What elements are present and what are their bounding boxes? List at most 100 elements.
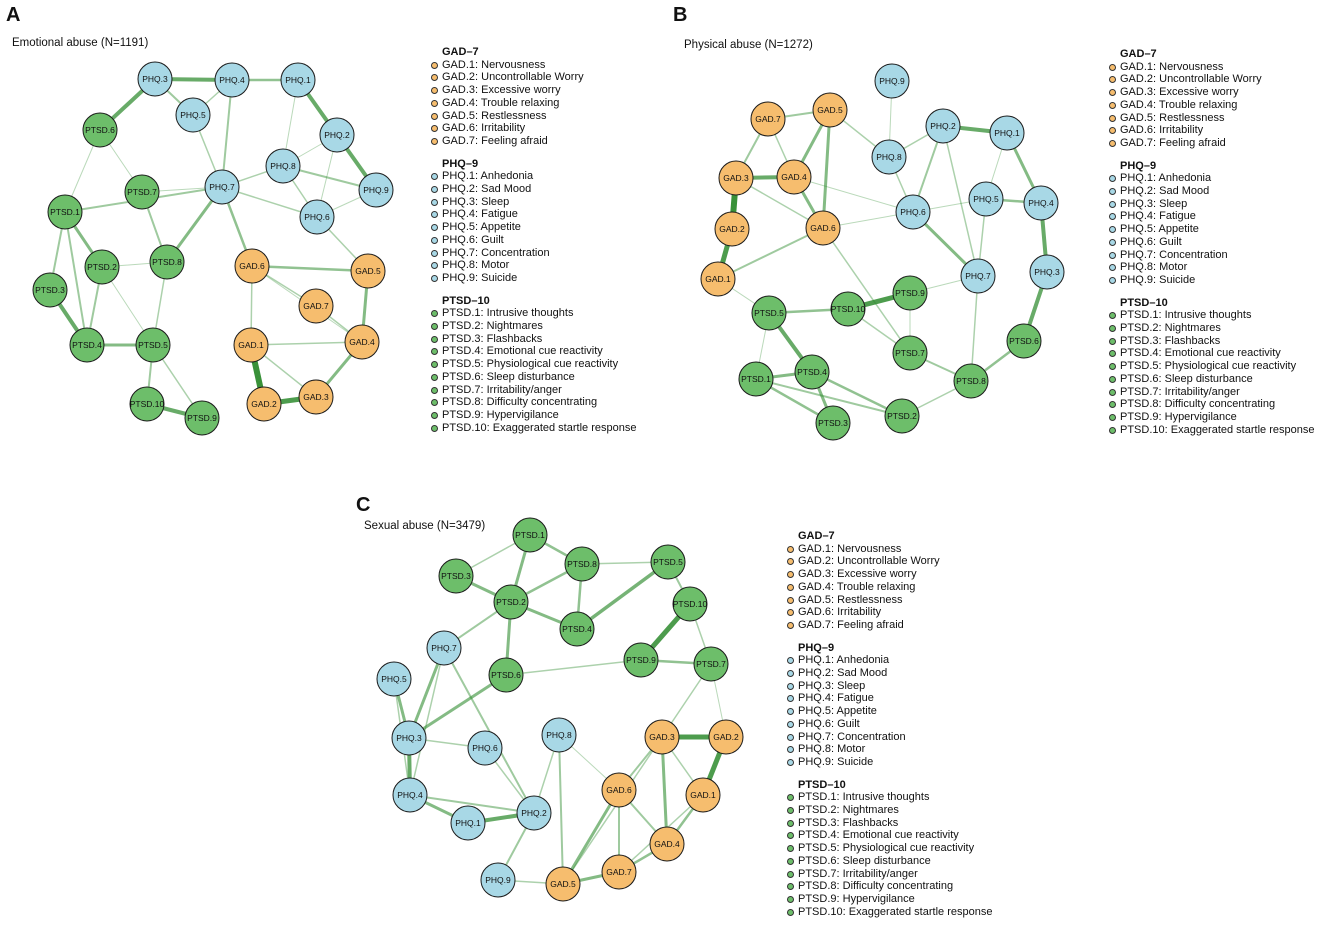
legend-item: PHQ.7: Concentration xyxy=(430,247,636,260)
legend-item-label: PHQ.4: Fatigue xyxy=(442,208,518,221)
node-PHQ.7: PHQ.7 xyxy=(426,630,462,666)
node-label: PTSD.8 xyxy=(956,376,986,386)
legend-item: PTSD.4: Emotional cue reactivity xyxy=(1108,347,1314,360)
node-label: PTSD.4 xyxy=(72,340,102,350)
legend-item-label: GAD.3: Excessive worry xyxy=(1120,86,1239,99)
node-circle xyxy=(685,777,721,813)
node-label: PHQ.5 xyxy=(381,674,407,684)
node-GAD.4: GAD.4 xyxy=(344,324,380,360)
legend-item-label: PTSD.2: Nightmares xyxy=(798,804,899,817)
legend-item: PTSD.8: Difficulty concentrating xyxy=(786,880,992,893)
node-label: GAD.5 xyxy=(817,105,843,115)
node-circle xyxy=(884,398,920,434)
node-PHQ.5: PHQ.5 xyxy=(376,661,412,697)
legend-item-label: PHQ.6: Guilt xyxy=(442,233,504,246)
node-label: PHQ.4 xyxy=(1028,198,1054,208)
legend-dot-icon xyxy=(1109,363,1116,371)
node-PHQ.1: PHQ.1 xyxy=(450,805,486,841)
legend-item: PTSD.9: Hypervigilance xyxy=(1108,411,1314,424)
legend-item: PHQ.3: Sleep xyxy=(786,680,992,693)
legend-item-label: PTSD.1: Intrusive thoughts xyxy=(442,307,574,320)
edge-GAD.3-GAD.4 xyxy=(660,735,669,846)
node-circle xyxy=(1006,323,1042,359)
legend-item: PTSD.3: Flashbacks xyxy=(430,333,636,346)
edge-GAD.5-GAD.6 xyxy=(821,108,832,230)
node-circle xyxy=(298,288,334,324)
legend-item-label: GAD.5: Restlessness xyxy=(1120,111,1225,124)
legend-item: GAD.5: Restlessness xyxy=(1108,112,1314,125)
node-circle xyxy=(714,211,750,247)
legend-dot-icon xyxy=(787,857,794,865)
legend-dot-icon xyxy=(1109,139,1116,147)
legend-item-label: PTSD.8: Difficulty concentrating xyxy=(1120,398,1276,411)
legend-item: PHQ.8: Motor xyxy=(430,259,636,272)
node-label: GAD.4 xyxy=(654,839,680,849)
node-PTSD.9: PTSD.9 xyxy=(184,400,220,436)
node-circle xyxy=(392,777,428,813)
node-PHQ.5: PHQ.5 xyxy=(175,97,211,133)
node-circle xyxy=(82,112,118,148)
node-label: PHQ.3 xyxy=(396,733,422,743)
legend-item-label: GAD.4: Trouble relaxing xyxy=(1120,98,1238,111)
legend-dot-icon xyxy=(431,335,438,343)
legend-header: PHQ–9 xyxy=(1120,159,1157,172)
legend-dot-icon xyxy=(787,794,794,802)
node-label: PHQ.9 xyxy=(485,875,511,885)
node-PHQ.4: PHQ.4 xyxy=(214,62,250,98)
node-label: PTSD.4 xyxy=(562,624,592,634)
node-circle xyxy=(298,379,334,415)
node-label: GAD.1 xyxy=(705,274,731,284)
node-circle xyxy=(718,160,754,196)
legend-item-label: PTSD.8: Difficulty concentrating xyxy=(442,396,598,409)
legend-dot-icon xyxy=(787,895,794,903)
node-circle xyxy=(234,248,270,284)
legend-dot-icon xyxy=(1109,251,1116,259)
edge-GAD.4-PHQ.6 xyxy=(793,176,914,213)
node-circle xyxy=(350,253,386,289)
node-circle xyxy=(204,169,240,205)
edge-PHQ.8-GAD.5 xyxy=(558,734,564,885)
node-PTSD.9: PTSD.9 xyxy=(623,642,659,678)
legend-item-label: PTSD.9: Hypervigilance xyxy=(1120,410,1237,423)
node-circle xyxy=(874,63,910,99)
node-circle xyxy=(750,101,786,137)
legend-item-label: PHQ.6: Guilt xyxy=(1120,235,1182,248)
legend-item-label: PTSD.3: Flashbacks xyxy=(1120,334,1221,347)
node-circle xyxy=(265,148,301,184)
legend-item: PTSD.2: Nightmares xyxy=(1108,322,1314,335)
node-circle xyxy=(815,405,851,441)
node-circle xyxy=(960,258,996,294)
node-label: PTSD.3 xyxy=(441,571,471,581)
legend-item: PHQ.2: Sad Mood xyxy=(430,183,636,196)
legend-item: PHQ.9: Suicide xyxy=(430,272,636,285)
legend-item: PHQ.5: Appetite xyxy=(430,221,636,234)
legend-item: GAD.6: Irritability xyxy=(1108,124,1314,137)
node-circle xyxy=(541,717,577,753)
legend-dot-icon xyxy=(1109,426,1116,434)
edge-PTSD.6-PHQ.3 xyxy=(407,673,508,740)
legend-dot-icon xyxy=(1109,264,1116,272)
legend-item: PHQ.2: Sad Mood xyxy=(786,667,992,680)
legend-item: PTSD.10: Exaggerated startle response xyxy=(786,906,992,919)
legend-dot-icon xyxy=(431,211,438,219)
legend-item-label: GAD.7: Feeling afraid xyxy=(1120,136,1226,149)
legend-item-label: GAD.2: Uncontrollable Worry xyxy=(798,555,940,568)
legend-item-label: PTSD.3: Flashbacks xyxy=(798,816,899,829)
node-GAD.3: GAD.3 xyxy=(718,160,754,196)
node-circle xyxy=(124,174,160,210)
legend-item-label: PTSD.5: Physiological cue reactivity xyxy=(1120,360,1297,373)
legend-item-label: PTSD.10: Exaggerated startle response xyxy=(442,421,637,434)
node-PHQ.7: PHQ.7 xyxy=(204,169,240,205)
edge-PTSD.6-PTSD.9 xyxy=(505,659,642,676)
legend-item: GAD.4: Trouble relaxing xyxy=(786,581,992,594)
legend-dot-icon xyxy=(787,657,794,665)
node-PHQ.8: PHQ.8 xyxy=(265,148,301,184)
node-PHQ.2: PHQ.2 xyxy=(319,117,355,153)
node-circle xyxy=(564,546,600,582)
legend-item-label: PHQ.3: Sleep xyxy=(442,195,510,208)
node-PHQ.2: PHQ.2 xyxy=(925,108,961,144)
legend-dot-icon xyxy=(787,558,794,566)
node-label: GAD.2 xyxy=(719,224,745,234)
legend-item: GAD.3: Excessive worry xyxy=(1108,86,1314,99)
